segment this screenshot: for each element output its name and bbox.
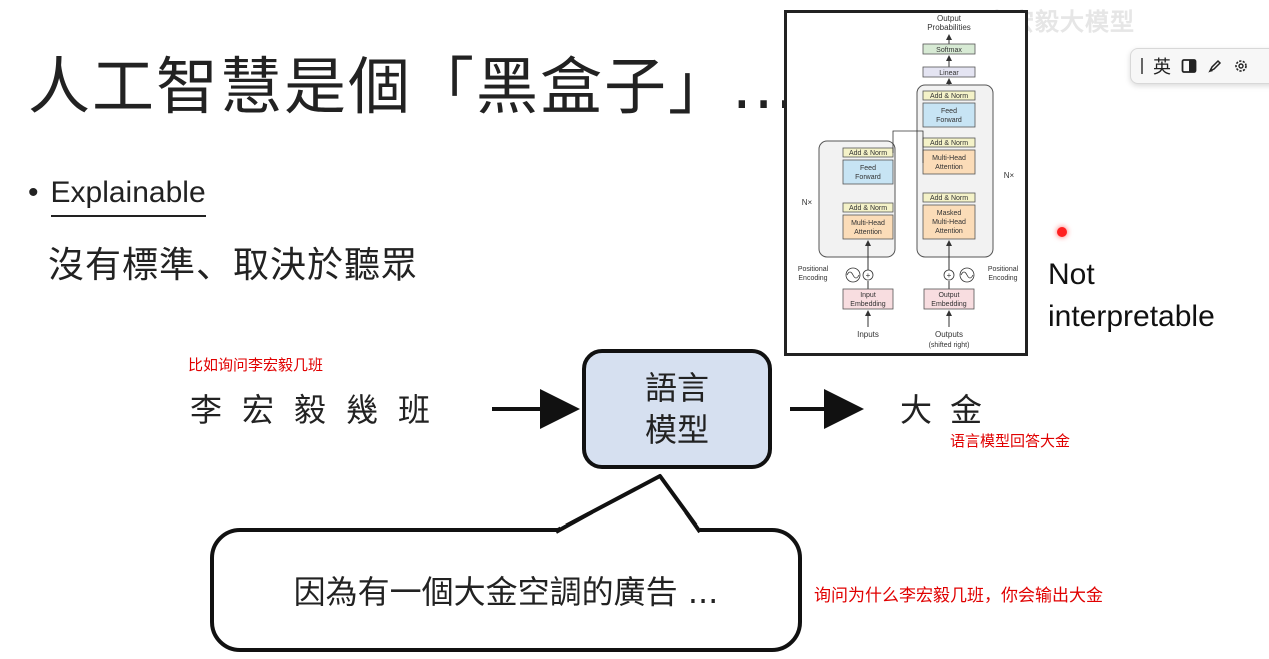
svg-text:Add & Norm: Add & Norm xyxy=(930,93,968,100)
ime-drag-handle[interactable] xyxy=(1141,58,1143,74)
svg-text:Add & Norm: Add & Norm xyxy=(930,140,968,147)
svg-text:Attention: Attention xyxy=(854,229,882,236)
ime-toolbar: 英 xyxy=(1130,48,1269,84)
fig-encoder-block xyxy=(818,140,896,258)
svg-text:Add & Norm: Add & Norm xyxy=(849,150,887,157)
svg-text:Inputs: Inputs xyxy=(857,330,879,339)
svg-text:Input: Input xyxy=(860,292,876,299)
svg-text:N×: N× xyxy=(1004,171,1015,180)
svg-text:Attention: Attention xyxy=(935,164,963,171)
fig-output-prob-1: Output xyxy=(937,14,962,23)
fig-softmax: Softmax xyxy=(936,47,962,54)
fig-linear-box xyxy=(922,66,976,78)
svg-text:Add & Norm: Add & Norm xyxy=(930,195,968,202)
input-annotation: 比如询问李宏毅几班 xyxy=(188,356,324,374)
svg-text:Masked: Masked xyxy=(937,210,962,217)
svg-text:Encoding: Encoding xyxy=(988,275,1017,282)
fig-output-prob-2: Probabilities xyxy=(927,23,971,32)
svg-text:N×: N× xyxy=(802,198,813,207)
svg-text:+: + xyxy=(947,271,952,280)
slide-title: 人工智慧是個「黑盒子」... xyxy=(28,50,798,123)
svg-text:Embedding: Embedding xyxy=(931,301,967,308)
settings-icon[interactable] xyxy=(1233,58,1249,74)
input-text: 李宏毅幾班 xyxy=(190,391,451,429)
output-annotation: 语言模型回答大金 xyxy=(950,432,1071,450)
explanation-bubble: 因為有一個大金空調的廣告 ... xyxy=(210,528,802,652)
svg-text:+: + xyxy=(866,271,871,280)
panel-icon[interactable] xyxy=(1181,58,1197,74)
svg-text:Positional: Positional xyxy=(798,266,829,273)
svg-text:Embedding: Embedding xyxy=(850,301,886,308)
bullet-marker: • xyxy=(28,176,39,209)
svg-text:Forward: Forward xyxy=(936,117,962,124)
bubble-annotation: 询问为什么李宏毅几班，你会输出大金 xyxy=(814,586,1103,606)
fig-linear: Linear xyxy=(939,70,959,77)
output-text: 大金 xyxy=(900,391,1001,429)
svg-text:Encoding: Encoding xyxy=(798,275,827,282)
laser-pointer-dot xyxy=(1057,227,1067,237)
not-interpretable-label: Not interpretable xyxy=(1048,258,1215,333)
bullet-subtext: 沒有標準、取決於聽眾 xyxy=(48,245,419,286)
svg-text:Multi-Head: Multi-Head xyxy=(932,155,966,162)
svg-text:Positional: Positional xyxy=(988,266,1019,273)
ime-language-toggle[interactable]: 英 xyxy=(1153,57,1171,78)
svg-text:Multi-Head: Multi-Head xyxy=(851,220,885,227)
svg-text:Output: Output xyxy=(938,292,959,299)
fig-softmax-box xyxy=(922,43,976,55)
model-label-line2: 模型 xyxy=(644,411,709,449)
brush-icon[interactable] xyxy=(1207,58,1223,74)
svg-text:Add & Norm: Add & Norm xyxy=(849,205,887,212)
svg-text:Feed: Feed xyxy=(941,108,957,115)
svg-text:Forward: Forward xyxy=(855,174,881,181)
bullet-explainable: • Explainable xyxy=(28,176,206,217)
bubble-tail-edges xyxy=(555,512,702,534)
svg-text:Feed: Feed xyxy=(860,165,876,172)
svg-text:Outputs: Outputs xyxy=(935,330,963,339)
bubble-text: 因為有一個大金空調的廣告 ... xyxy=(293,573,719,611)
bubble-tail-mask xyxy=(560,524,700,536)
model-label-line1: 語言 xyxy=(644,369,709,407)
bullet-term: Explainable xyxy=(50,176,206,217)
svg-text:Attention: Attention xyxy=(935,228,963,235)
language-model-box: 語言 模型 xyxy=(582,349,772,469)
svg-text:Multi-Head: Multi-Head xyxy=(932,219,966,226)
svg-text:(shifted right): (shifted right) xyxy=(929,342,970,349)
transformer-figure: Output Probabilities Softmax Linear Add … xyxy=(784,10,1028,356)
